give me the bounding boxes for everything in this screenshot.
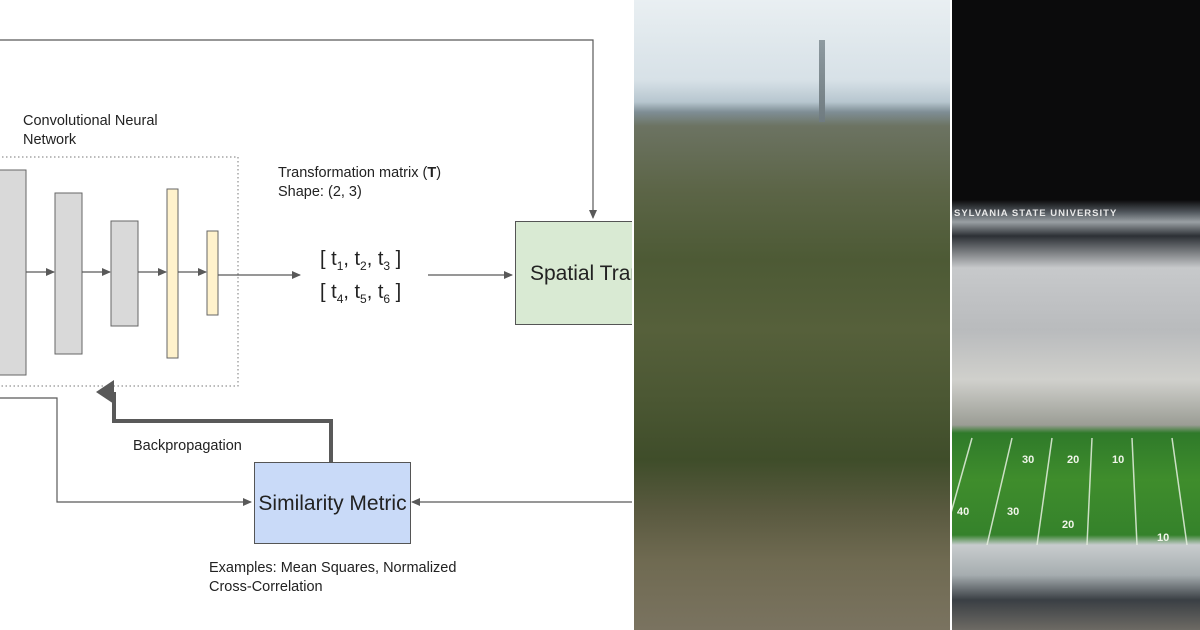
- yard-number-7: 10: [1157, 532, 1169, 544]
- yard-number-2: 20: [1067, 454, 1079, 466]
- input-to-similarity-line: [0, 397, 252, 506]
- yard-number-6: 20: [1062, 519, 1074, 531]
- similarity-metric-box: Similarity Metric: [254, 462, 411, 544]
- shape-label: Shape: (2, 3): [278, 184, 362, 200]
- yard-number-1: 30: [1022, 454, 1034, 466]
- transformation-matrix-label: Transformation matrix (T) Shape: (2, 3): [278, 164, 498, 202]
- transformation-matrix: [ t1, t2, t3 ] [ t4, t5, t6 ]: [320, 246, 401, 312]
- distant-tower: [819, 40, 825, 122]
- cnn-layer-2: [54, 192, 83, 355]
- cnn-label: Convolutional Neural Network: [23, 113, 158, 148]
- stadium-sign: SYLVANIA STATE UNIVERSITY: [954, 208, 1118, 219]
- cnn-layer-5: [206, 230, 219, 316]
- stadium-photo: [952, 0, 1200, 630]
- transformation-label-suffix: ): [436, 165, 442, 181]
- yard-number-5: 30: [1007, 506, 1019, 518]
- cnn-layer-3: [110, 220, 139, 327]
- examples-label: Examples: Mean Squares, Normalized Cross…: [209, 560, 457, 595]
- yard-number-3: 10: [1112, 454, 1124, 466]
- backpropagation-label: Backpropagation: [133, 438, 242, 454]
- cnn-layer-1: [0, 169, 27, 376]
- transformation-label-bold: T: [427, 165, 437, 181]
- football-field-lines: 30 20 10 40 30 20 10: [952, 437, 1188, 545]
- yard-number-4: 40: [957, 506, 969, 518]
- diagram-connectors: [0, 39, 632, 506]
- grass-field-photo: [634, 0, 950, 630]
- transformation-label-prefix: Transformation matrix (: [278, 165, 428, 181]
- matrix-row-2: [ t4, t5, t6 ]: [320, 281, 402, 306]
- top-input-line: [0, 39, 597, 219]
- cnn-layer-4: [166, 188, 179, 359]
- spatial-transformer-diagram: Convolutional Neural Network Transformat…: [0, 39, 632, 595]
- matrix-row-1: [ t1, t2, t3 ]: [320, 248, 402, 273]
- cnn-boundary: [0, 156, 239, 387]
- spatial-transformer-box: Spatial Transform: [515, 221, 632, 325]
- backpropagation-arrow: [96, 380, 333, 462]
